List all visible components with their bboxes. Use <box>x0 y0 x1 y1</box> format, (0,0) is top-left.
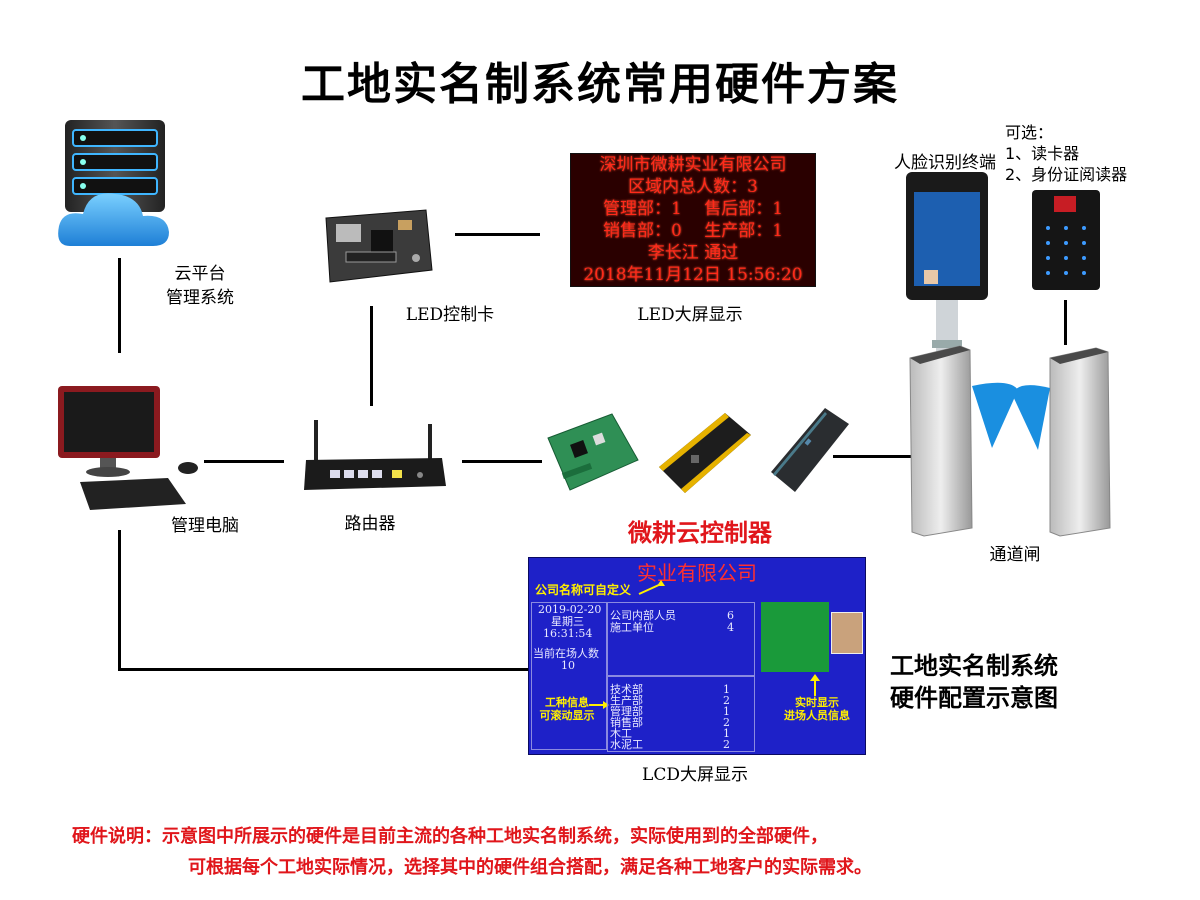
line-card-router <box>370 306 373 406</box>
led-line: 管理部：1 售后部：1 <box>602 199 784 219</box>
router-label: 路由器 <box>344 514 396 534</box>
lcd-worktype-table <box>607 676 755 752</box>
lcd-bottom-row: 销售部 <box>610 716 643 729</box>
management-pc-icon <box>58 386 198 510</box>
card-reader-icon <box>1032 190 1100 290</box>
gray-controller-icon <box>771 408 849 492</box>
line-pc-router <box>204 460 284 463</box>
led-line: 区域内总人数：3 <box>628 177 758 197</box>
line-router-controller <box>462 460 542 463</box>
led-line: 深圳市微耕实业有限公司 <box>599 155 787 175</box>
lcd-bottom-row-count: 2 <box>723 716 730 729</box>
lcd-bottom-row-count: 2 <box>723 738 730 751</box>
management-pc-label: 管理电脑 <box>171 516 239 536</box>
lcd-company-table <box>607 602 755 676</box>
lcd-annotation-company: 公司名称可自定义 <box>535 583 632 597</box>
led-screen-label: LED大屏显示 <box>637 305 743 325</box>
lcd-screen-label: LCD大屏显示 <box>642 765 748 785</box>
lcd-bottom-row: 木工 <box>610 727 632 740</box>
lcd-top-row: 公司内部人员 <box>610 610 676 622</box>
lcd-bottom-row: 水泥工 <box>610 738 643 751</box>
turnstile-icon <box>909 345 1111 537</box>
row-name: 公司内部人员 <box>610 609 676 622</box>
led-line: 2018年11月12日 15:56:20 <box>583 265 803 285</box>
led-line: 李长江 通过 <box>647 243 739 263</box>
green-controller-icon <box>547 413 639 491</box>
lcd-person-info-panel <box>761 602 829 672</box>
lcd-bottom-row: 生产部 <box>610 694 643 707</box>
page-title: 工地实名制系统常用硬件方案 <box>301 59 899 110</box>
cloud-platform-label: 云平台 管理系统 <box>166 264 234 308</box>
lcd-screen: 实业有限公司 公司名称可自定义 2019-02-20 星期三 16:31:54 … <box>528 557 866 755</box>
yellow-controller-icon <box>659 413 751 493</box>
lcd-date: 2019-02-20 <box>538 603 602 616</box>
person-photo <box>831 612 863 654</box>
lcd-bottom-row-count: 1 <box>723 705 730 718</box>
line-card-led <box>455 233 540 236</box>
row-name: 施工单位 <box>610 621 654 634</box>
arrow-icon <box>589 701 609 709</box>
cloud-server-icon <box>58 120 169 246</box>
lcd-time-panel <box>531 602 607 750</box>
hardware-note-line1: 硬件说明：示意图中所展示的硬件是目前主流的各种工地实名制系统，实际使用到的全部硬… <box>72 826 828 847</box>
led-screen: 深圳市微耕实业有限公司 区域内总人数：3 管理部：1 售后部：1 销售部：0 生… <box>570 153 816 287</box>
arrow-icon <box>638 580 665 595</box>
led-control-card-label: LED控制卡 <box>405 305 495 325</box>
lcd-bottom-row: 技术部 <box>610 683 643 696</box>
lcd-onsite-count: 10 <box>561 659 575 672</box>
led-line: 销售部：0 生产部：1 <box>602 221 784 241</box>
turnstile-label: 通道闸 <box>989 545 1041 565</box>
router-icon <box>304 420 446 490</box>
line-cloud-pc <box>118 258 121 353</box>
line-pc-lcd-v <box>118 530 121 670</box>
line-pc-lcd-h <box>118 668 528 671</box>
cloud-controller-label: 微耕云控制器 <box>628 519 772 547</box>
lcd-top-row-count: 6 <box>727 609 734 622</box>
lcd-bottom-row-count: 2 <box>723 694 730 707</box>
lcd-bottom-row: 管理部 <box>610 705 643 718</box>
lcd-header: 实业有限公司 <box>637 561 757 585</box>
hardware-note-line2: 可根据每个工地实际情况，选择其中的硬件组合搭配，满足各种工地客户的实际需求。 <box>188 857 872 878</box>
lcd-onsite-label: 当前在场人数 <box>533 647 599 660</box>
line-controller-turnstile <box>833 455 913 458</box>
line-reader-turnstile <box>1064 300 1067 345</box>
face-terminal-label: 人脸识别终端 <box>894 153 996 173</box>
lcd-time: 16:31:54 <box>543 627 593 640</box>
lcd-annotation-worktype: 工种信息 可滚动显示 <box>539 696 595 722</box>
diagram-caption: 工地实名制系统 硬件配置示意图 <box>890 652 1058 712</box>
arrow-icon <box>810 674 820 696</box>
lcd-bottom-row-count: 1 <box>723 727 730 740</box>
lcd-bottom-row-count: 1 <box>723 683 730 696</box>
lcd-top-row-count: 4 <box>727 621 734 634</box>
lcd-weekday: 星期三 <box>551 615 584 628</box>
led-control-card-icon <box>325 209 433 283</box>
optional-devices-label: 可选： 1、读卡器 2、身份证阅读器 <box>1005 123 1128 184</box>
lcd-annotation-realtime: 实时显示 进场人员信息 <box>784 696 850 722</box>
face-terminal-icon <box>906 172 988 352</box>
lcd-top-row: 施工单位 <box>610 622 654 634</box>
